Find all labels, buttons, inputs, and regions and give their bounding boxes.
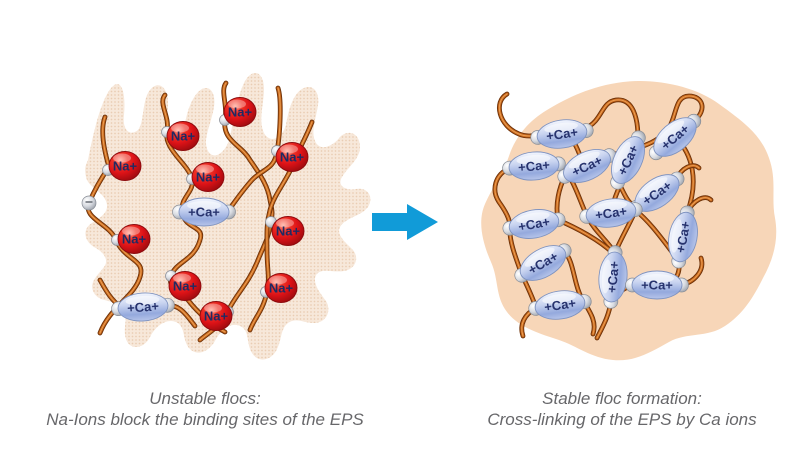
ca-ion-label: +Ca+ bbox=[517, 214, 551, 234]
ca-ion-label: +Ca+ bbox=[594, 203, 628, 222]
na-ion: Na+ bbox=[265, 216, 305, 246]
ca-ion: +Ca+ bbox=[610, 130, 646, 190]
ca-ion-label: +Ca+ bbox=[545, 124, 579, 143]
na-ion-label: Na+ bbox=[171, 129, 196, 144]
free-binding-site bbox=[81, 195, 97, 211]
ca-ion: +Ca+ bbox=[528, 290, 592, 320]
na-ion-label: Na+ bbox=[228, 105, 253, 120]
eps-strand bbox=[225, 85, 283, 214]
na-ion-label: Na+ bbox=[122, 232, 147, 247]
ca-ion: +Ca+ bbox=[668, 205, 698, 269]
caption-stable-line1: Stable floc formation: bbox=[542, 389, 702, 408]
ca-ion: +Ca+ bbox=[502, 151, 566, 181]
ca-ion: +Ca+ bbox=[579, 198, 643, 228]
ca-ion: +Ca+ bbox=[530, 119, 594, 149]
ca-ion: +Ca+ bbox=[625, 270, 689, 300]
caption-unstable: Unstable flocs: Na-Ions block the bindin… bbox=[30, 388, 380, 430]
ca-ion: +Ca+ bbox=[111, 292, 175, 322]
caption-unstable-line1: Unstable flocs: bbox=[149, 389, 261, 408]
ca-ion-label: +Ca+ bbox=[127, 298, 160, 315]
ca-ion-label: +Ca+ bbox=[518, 157, 551, 175]
na-ion: Na+ bbox=[186, 162, 225, 192]
na-ion-label: Na+ bbox=[280, 150, 305, 165]
na-ion-label: Na+ bbox=[196, 170, 221, 185]
caption-unstable-line2: Na-Ions block the binding sites of the E… bbox=[46, 410, 364, 429]
na-ion: Na+ bbox=[199, 301, 234, 331]
ca-ion: +Ca+ bbox=[172, 197, 236, 227]
ca-ion-label: +Ca+ bbox=[604, 260, 622, 293]
na-ion: Na+ bbox=[219, 97, 257, 127]
caption-stable: Stable floc formation: Cross-linking of … bbox=[452, 388, 792, 430]
arrow-right-icon bbox=[372, 204, 438, 240]
eps-strand bbox=[85, 114, 144, 336]
ca-ion: +Ca+ bbox=[557, 148, 617, 184]
na-ion: Na+ bbox=[161, 121, 200, 151]
ca-ion: +Ca+ bbox=[598, 245, 628, 309]
na-ion-label: Na+ bbox=[173, 279, 198, 294]
ca-ion-label: +Ca+ bbox=[641, 278, 673, 293]
ca-ion: +Ca+ bbox=[514, 243, 572, 283]
arrow-shape bbox=[372, 204, 438, 240]
na-ion-label: Na+ bbox=[276, 224, 301, 239]
ca-ion-label: +Ca+ bbox=[673, 220, 693, 254]
na-ion-label: Na+ bbox=[113, 159, 138, 174]
na-ion: Na+ bbox=[165, 270, 202, 301]
stable-floc-diagram: +Ca++Ca++Ca++Ca++Ca++Ca++Ca++Ca++Ca++Ca+… bbox=[481, 80, 777, 361]
na-ion-label: Na+ bbox=[269, 281, 294, 296]
ca-ion-label: +Ca+ bbox=[188, 205, 220, 220]
na-ion: Na+ bbox=[102, 151, 142, 181]
na-ion: Na+ bbox=[271, 142, 309, 172]
binding-site-icon bbox=[81, 195, 97, 211]
unstable-floc-diagram: Na+ Na+ Na+ Na+ Na+ Na+ Na+ Na+ Na+ Na+ +Ca+ +Ca+ bbox=[81, 72, 371, 360]
ca-ion: +Ca+ bbox=[502, 209, 566, 239]
na-ion-label: Na+ bbox=[204, 309, 229, 324]
na-ion: Na+ bbox=[111, 224, 151, 254]
caption-stable-line2: Cross-linking of the EPS by Ca ions bbox=[487, 410, 757, 429]
ca-ion-label: +Ca+ bbox=[543, 295, 577, 314]
na-ion: Na+ bbox=[260, 273, 298, 303]
